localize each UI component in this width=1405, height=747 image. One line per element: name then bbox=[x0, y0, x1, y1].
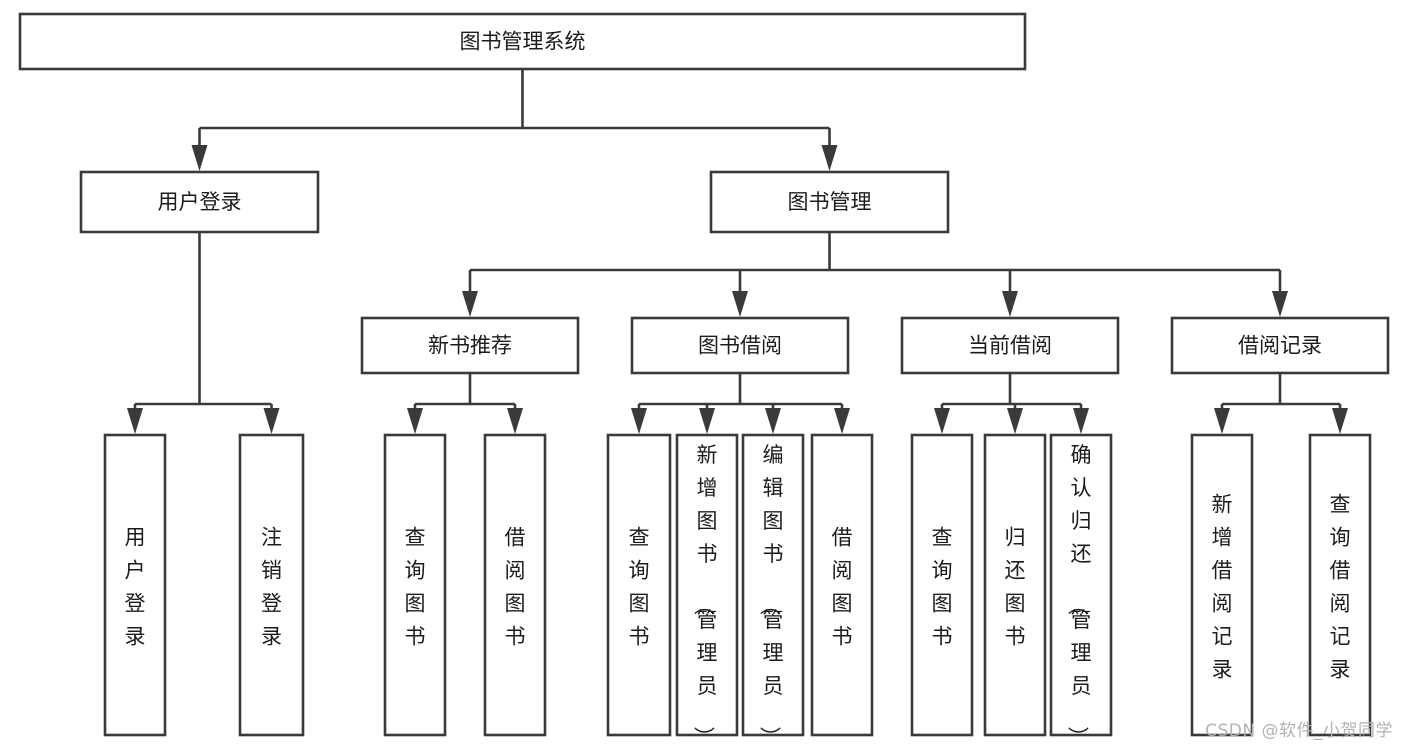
node-box[interactable] bbox=[383, 433, 447, 737]
arrow-head-icon bbox=[507, 408, 523, 434]
node-leaf-user-login[interactable]: 用户登录 bbox=[103, 433, 167, 737]
node-label: 新增借阅记录 bbox=[1212, 493, 1233, 682]
node-leaf-return-book[interactable]: 归还图书 bbox=[983, 433, 1047, 737]
csdn-watermark: CSDN @软件_小贺同学 bbox=[1205, 721, 1393, 741]
node-label: 查询图书 bbox=[629, 526, 650, 649]
edge-group-new-book-rec bbox=[407, 373, 523, 434]
connector-layer bbox=[127, 69, 1348, 434]
node-leaf-edit-book[interactable]: 编辑图书（管理员） bbox=[741, 433, 805, 747]
node-box[interactable] bbox=[900, 316, 1120, 375]
node-label: 新增图书（管理员） bbox=[692, 443, 718, 747]
arrow-head-icon bbox=[1332, 408, 1348, 434]
edge-group-user-login bbox=[127, 232, 280, 434]
arrow-head-icon bbox=[732, 291, 748, 317]
node-current-borrow[interactable]: 当前借阅 bbox=[900, 316, 1120, 375]
node-new-book-rec[interactable]: 新书推荐 bbox=[360, 316, 580, 375]
node-book-borrow[interactable]: 图书借阅 bbox=[630, 316, 850, 375]
arrow-head-icon bbox=[191, 145, 208, 171]
edge-group-current-borrow bbox=[934, 373, 1089, 434]
node-box[interactable] bbox=[18, 12, 1027, 71]
node-box[interactable] bbox=[606, 433, 672, 737]
node-box[interactable] bbox=[983, 433, 1047, 737]
node-leaf-borrow-book-rec[interactable]: 借阅图书 bbox=[483, 433, 547, 737]
node-label: 借阅图书 bbox=[505, 526, 526, 649]
node-label: 借阅图书 bbox=[832, 526, 853, 649]
arrow-head-icon bbox=[699, 408, 715, 434]
node-label: 查询图书 bbox=[932, 526, 953, 649]
arrow-head-icon bbox=[263, 408, 280, 434]
node-box[interactable] bbox=[1308, 433, 1372, 737]
node-box[interactable] bbox=[709, 170, 950, 234]
edge-group-borrow-record bbox=[1214, 373, 1348, 434]
edge-group-book-borrow bbox=[631, 373, 850, 434]
node-box[interactable] bbox=[1170, 316, 1390, 375]
node-label: 用户登录 bbox=[158, 190, 242, 214]
node-box[interactable] bbox=[79, 170, 320, 234]
node-layer: 图书管理系统用户登录图书管理新书推荐图书借阅当前借阅借阅记录用户登录注销登录查询… bbox=[18, 12, 1390, 747]
arrow-head-icon bbox=[1214, 408, 1230, 434]
arrow-head-icon bbox=[1007, 408, 1023, 434]
node-label: 用户登录 bbox=[125, 526, 146, 649]
node-leaf-add-book[interactable]: 新增图书（管理员） bbox=[675, 433, 739, 747]
arrow-head-icon bbox=[462, 291, 478, 317]
node-leaf-borrow-book[interactable]: 借阅图书 bbox=[810, 433, 874, 737]
node-box[interactable] bbox=[103, 433, 167, 737]
node-box[interactable] bbox=[238, 433, 305, 737]
node-leaf-query-book-rec[interactable]: 查询图书 bbox=[383, 433, 447, 737]
node-label: 图书借阅 bbox=[698, 334, 782, 358]
node-leaf-logout[interactable]: 注销登录 bbox=[238, 433, 305, 737]
node-box[interactable] bbox=[1049, 433, 1113, 737]
node-label: 编辑图书（管理员） bbox=[758, 443, 784, 747]
node-box[interactable] bbox=[1190, 433, 1254, 737]
arrow-head-icon bbox=[821, 145, 838, 171]
node-label: 确认归还（管理员） bbox=[1066, 443, 1092, 747]
edge-group-book-manage bbox=[462, 232, 1288, 317]
edge-group-root bbox=[191, 69, 838, 171]
node-label: 查询借阅记录 bbox=[1330, 493, 1351, 682]
arrow-head-icon bbox=[765, 408, 781, 434]
node-book-manage[interactable]: 图书管理 bbox=[709, 170, 950, 234]
arrow-head-icon bbox=[1272, 291, 1288, 317]
node-leaf-query-current[interactable]: 查询图书 bbox=[910, 433, 974, 737]
node-label: 借阅记录 bbox=[1238, 334, 1322, 358]
node-root[interactable]: 图书管理系统 bbox=[18, 12, 1027, 71]
node-label: 当前借阅 bbox=[968, 334, 1052, 358]
arrow-head-icon bbox=[834, 408, 850, 434]
arrow-head-icon bbox=[127, 408, 143, 434]
node-box[interactable] bbox=[675, 433, 739, 737]
node-label: 图书管理系统 bbox=[460, 30, 586, 54]
node-user-login[interactable]: 用户登录 bbox=[79, 170, 320, 234]
arrow-head-icon bbox=[1002, 291, 1018, 317]
node-box[interactable] bbox=[810, 433, 874, 737]
node-label: 查询图书 bbox=[405, 526, 426, 649]
node-label: 注销登录 bbox=[261, 526, 282, 649]
arrow-head-icon bbox=[631, 408, 647, 434]
node-label: 新书推荐 bbox=[428, 334, 512, 358]
arrow-head-icon bbox=[407, 408, 423, 434]
node-box[interactable] bbox=[741, 433, 805, 737]
node-leaf-query-record[interactable]: 查询借阅记录 bbox=[1308, 433, 1372, 737]
arrow-head-icon bbox=[1073, 408, 1089, 434]
node-label: 归还图书 bbox=[1005, 526, 1026, 649]
node-box[interactable] bbox=[630, 316, 850, 375]
node-box[interactable] bbox=[910, 433, 974, 737]
node-label: 图书管理 bbox=[788, 190, 872, 214]
node-leaf-add-record[interactable]: 新增借阅记录 bbox=[1190, 433, 1254, 737]
node-leaf-confirm-return[interactable]: 确认归还（管理员） bbox=[1049, 433, 1113, 747]
node-leaf-query-book[interactable]: 查询图书 bbox=[606, 433, 672, 737]
node-box[interactable] bbox=[360, 316, 580, 375]
node-borrow-record[interactable]: 借阅记录 bbox=[1170, 316, 1390, 375]
node-box[interactable] bbox=[483, 433, 547, 737]
arrow-head-icon bbox=[934, 408, 950, 434]
